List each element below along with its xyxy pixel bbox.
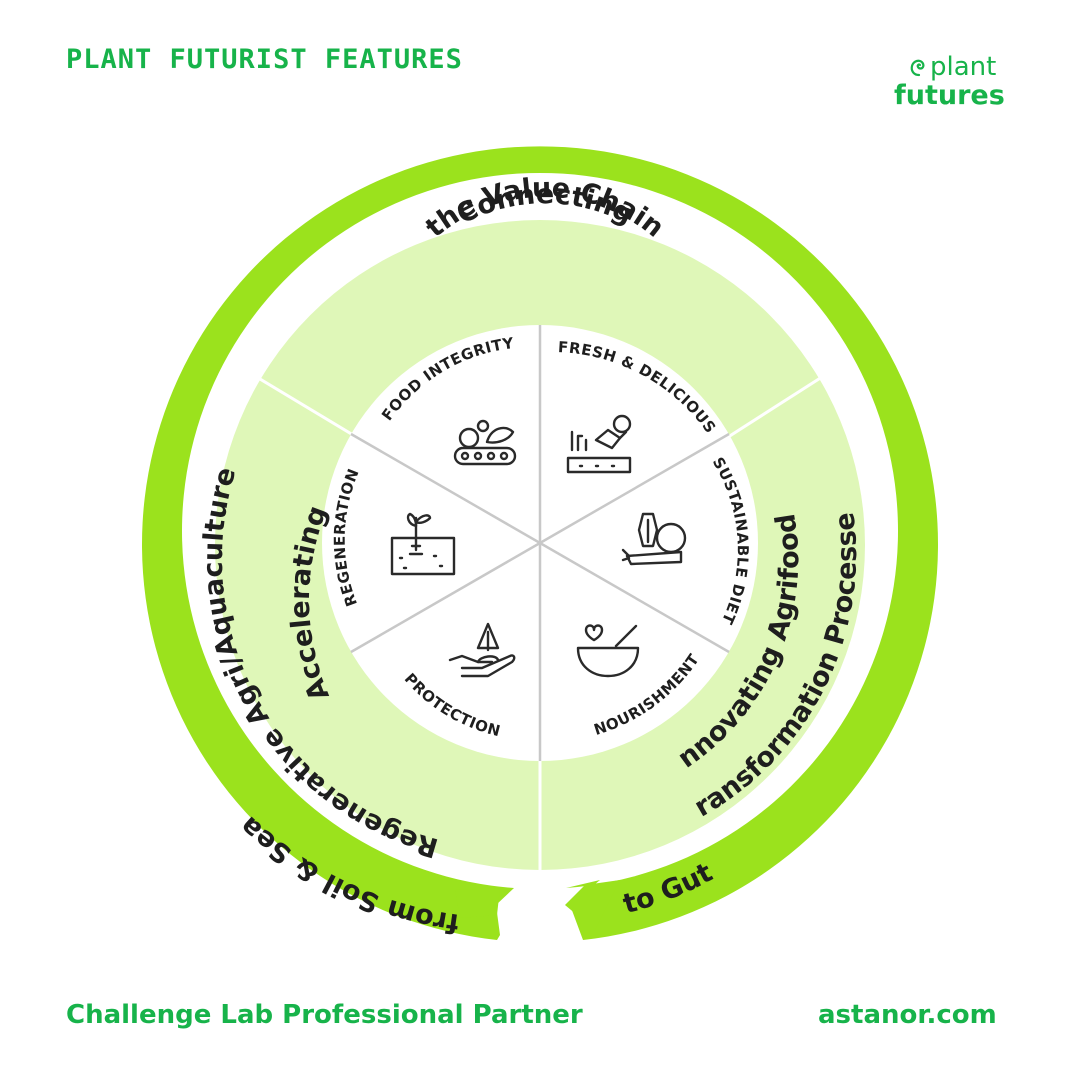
logo-text-plant: plant [930, 52, 997, 82]
footer-website-link[interactable]: astanor.com [818, 1000, 997, 1030]
bowl-heart-icon [576, 624, 640, 678]
sprout-soil-icon [390, 512, 456, 576]
vegetables-icon [621, 512, 687, 566]
conveyor-food-icon [453, 419, 517, 466]
segment-dividers [350, 325, 730, 761]
logo-text-futures: futures [894, 80, 1005, 111]
footer-partner-text: Challenge Lab Professional Partner [66, 1000, 583, 1030]
plant-futures-logo: plant futures [890, 52, 1030, 116]
left-arrow-tip [455, 888, 500, 918]
swirl-logo-icon [910, 59, 925, 77]
hand-tree-icon [448, 622, 516, 678]
right-arrow-tip [565, 880, 620, 930]
page-title: PLANT FUTURIST FEATURES [66, 44, 463, 75]
watering-can-icon [566, 414, 632, 474]
